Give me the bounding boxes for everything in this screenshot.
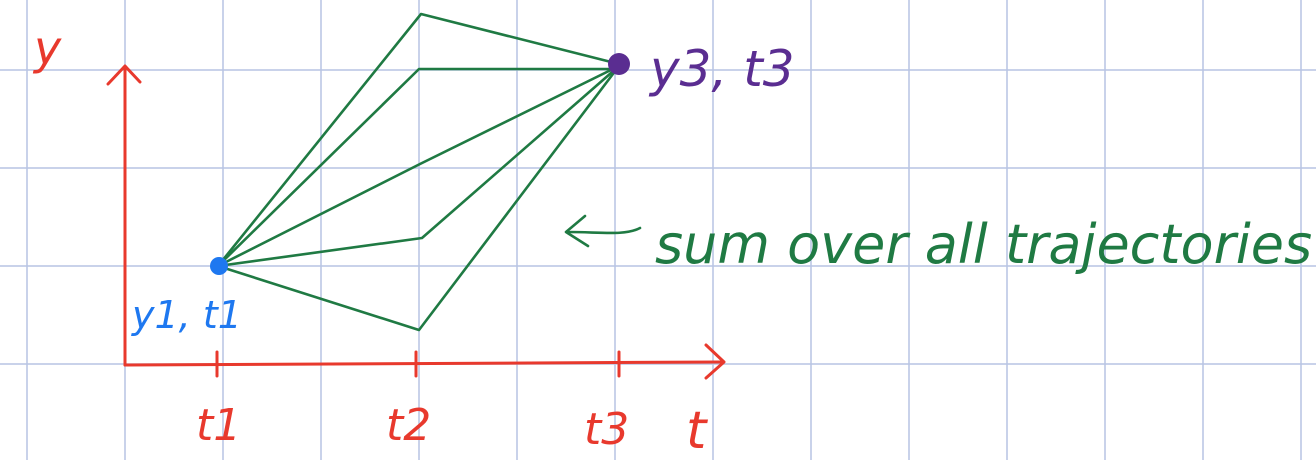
end-point [608,53,630,75]
trajectory-line [216,64,621,268]
trajectories [216,12,621,332]
tick-label-t1: t1 [196,400,241,451]
tick-label-t3: t3 [584,404,629,455]
start-point-label: y1, t1 [131,293,242,337]
axes [106,64,726,380]
start-point [210,257,228,275]
trajectory-line [216,12,621,268]
x-axis-line [123,360,724,367]
annotation-label: sum over all trajectories [655,213,1312,276]
annotation-arrow [564,214,642,248]
y-axis-arrowhead [106,64,142,86]
trajectory-line [216,64,621,332]
x-axis-label: t [686,401,708,460]
trajectory-line [216,64,621,268]
tick-label-t2: t2 [386,400,431,451]
x-axis-arrowhead [704,343,726,380]
end-point-label: y3, t3 [648,40,795,98]
trajectory-line [216,67,621,268]
y-axis-label: y [32,21,62,75]
